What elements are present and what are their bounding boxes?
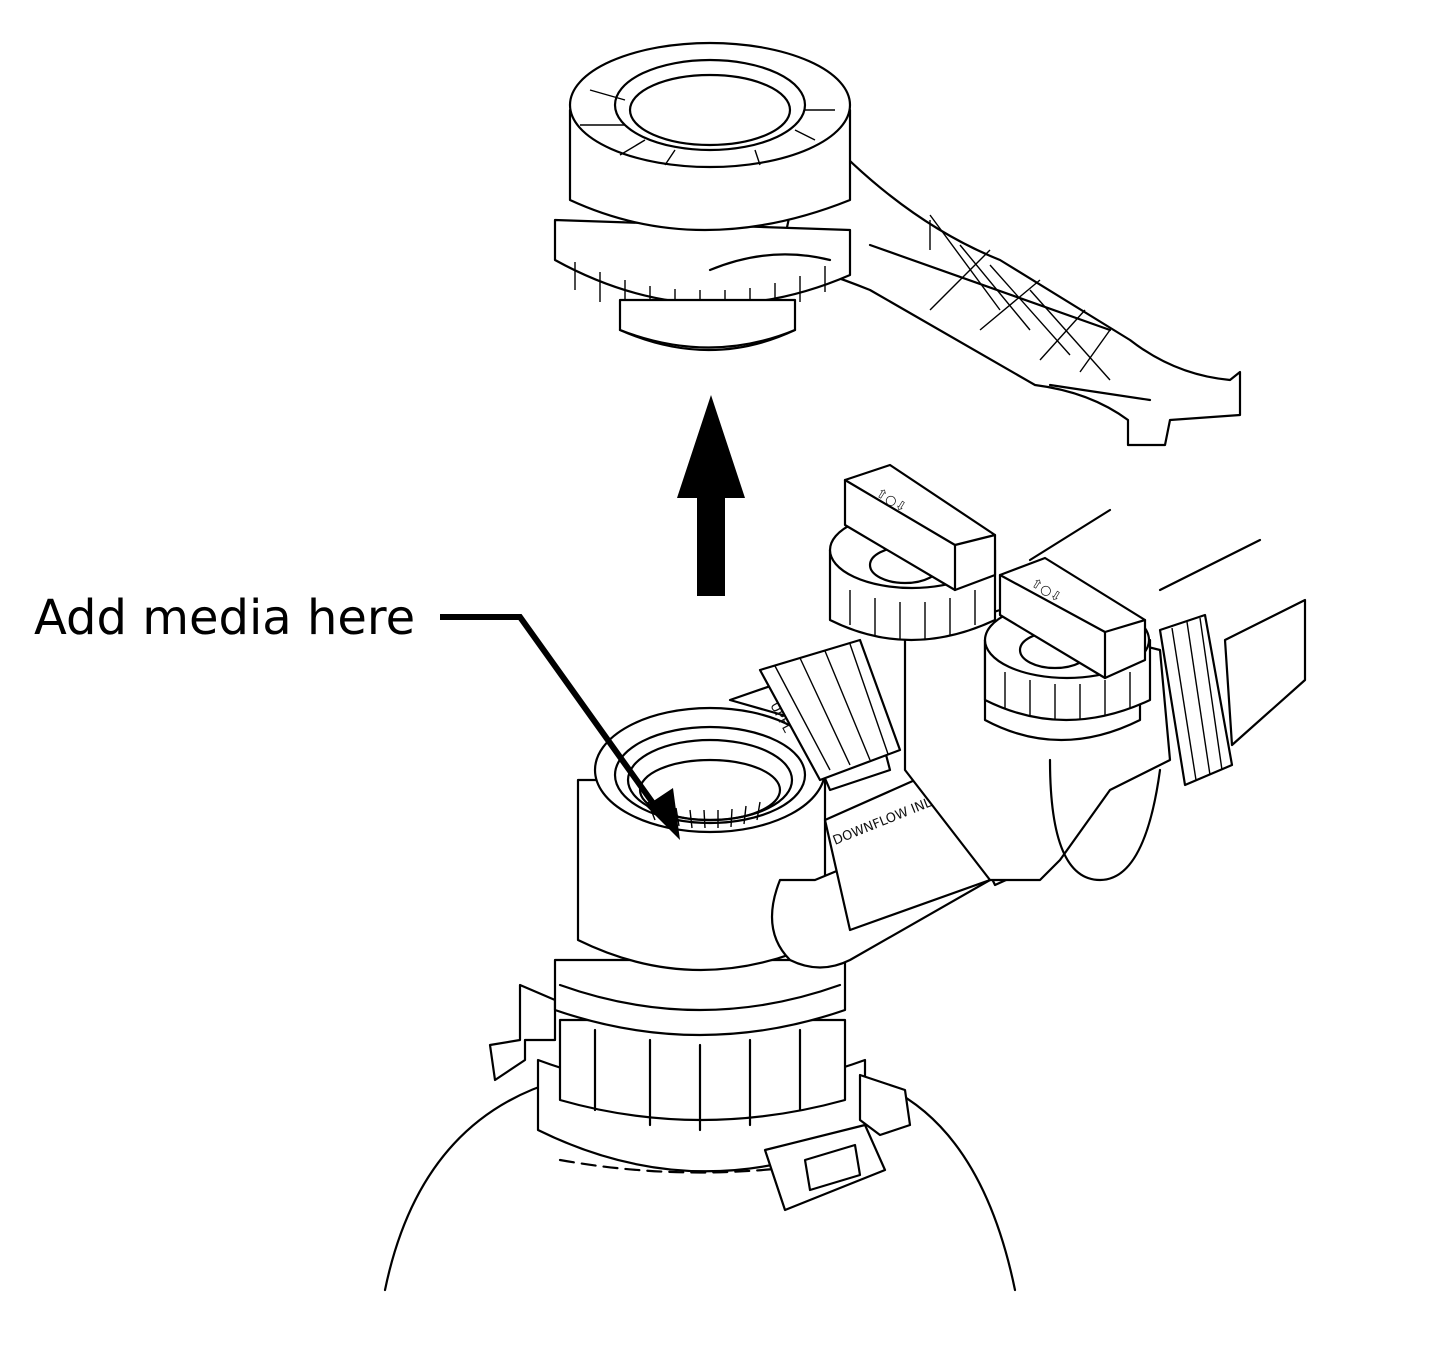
outlet-nut [1158,613,1234,787]
bypass-valve-knob-1: ⇧○⇩ [828,463,997,642]
bypass-clip [763,1073,912,1212]
bypass-valve-knob-2: ⇧○⇩ [983,556,1152,722]
up-arrow [677,395,745,596]
tank-collar [488,983,912,1212]
upflow-nut [758,638,902,782]
wrench-lattice [929,214,1111,381]
service-wrench [553,41,1242,447]
callout-leader [440,614,680,840]
filler-cap [553,41,852,352]
callout-label: Add media here [34,590,416,646]
